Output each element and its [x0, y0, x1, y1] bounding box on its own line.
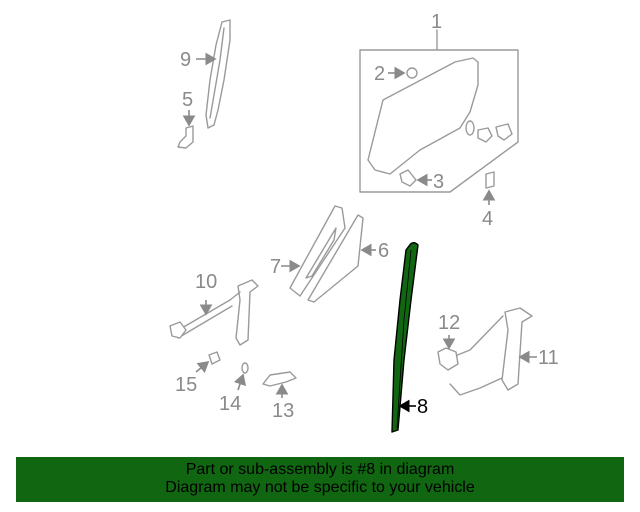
banner-line-2: Diagram may not be specific to your vehi…: [165, 479, 475, 496]
part-5-bracket[interactable]: [177, 125, 194, 149]
part-10-window-regulator[interactable]: [169, 279, 259, 346]
part-3-clip[interactable]: [399, 169, 417, 187]
callout-10-label: 10: [195, 271, 217, 293]
part-6-quarter-glass-frame[interactable]: [307, 214, 364, 303]
part-4-stopper[interactable]: [485, 171, 495, 189]
callout-7-label: 7: [270, 256, 281, 278]
callout-14-arrow: [233, 373, 247, 391]
part-2-grommet[interactable]: [406, 67, 418, 79]
banner-line-1: Part or sub-assembly is #8 in diagram: [185, 461, 455, 478]
part-15-bushing[interactable]: [208, 351, 221, 365]
callout-12-label: 12: [438, 312, 460, 334]
parts-diagram: 9 5 1 2 3 4 7 6 8: [169, 11, 559, 433]
callout-15-label: 15: [175, 374, 197, 396]
callout-8-label: 8: [417, 396, 428, 418]
callout-11-label: 11: [538, 347, 559, 369]
part-13-handle[interactable]: [262, 371, 297, 387]
callout-1-label: 1: [431, 11, 442, 33]
callout-6-label: 6: [378, 240, 389, 262]
callout-9-label: 9: [180, 49, 191, 71]
part-12-motor[interactable]: [437, 347, 459, 371]
callout-2-label: 2: [374, 63, 385, 85]
callout-5-label: 5: [182, 89, 193, 111]
callout-15-arrow: [195, 360, 210, 374]
part-8-run-channel[interactable]: [391, 242, 419, 433]
part-info-banner: Part or sub-assembly is #8 in diagram Di…: [16, 457, 624, 502]
part-7-quarter-glass[interactable]: [289, 205, 346, 297]
callout-14-label: 14: [219, 393, 241, 415]
part-9-pillar-trim[interactable]: [205, 19, 231, 129]
callout-13-label: 13: [272, 400, 294, 422]
callout-3-label: 3: [433, 171, 444, 193]
callout-4-label: 4: [482, 208, 493, 230]
part-14-clip[interactable]: [241, 362, 249, 374]
part-1-door-glass-assembly[interactable]: [359, 29, 519, 193]
